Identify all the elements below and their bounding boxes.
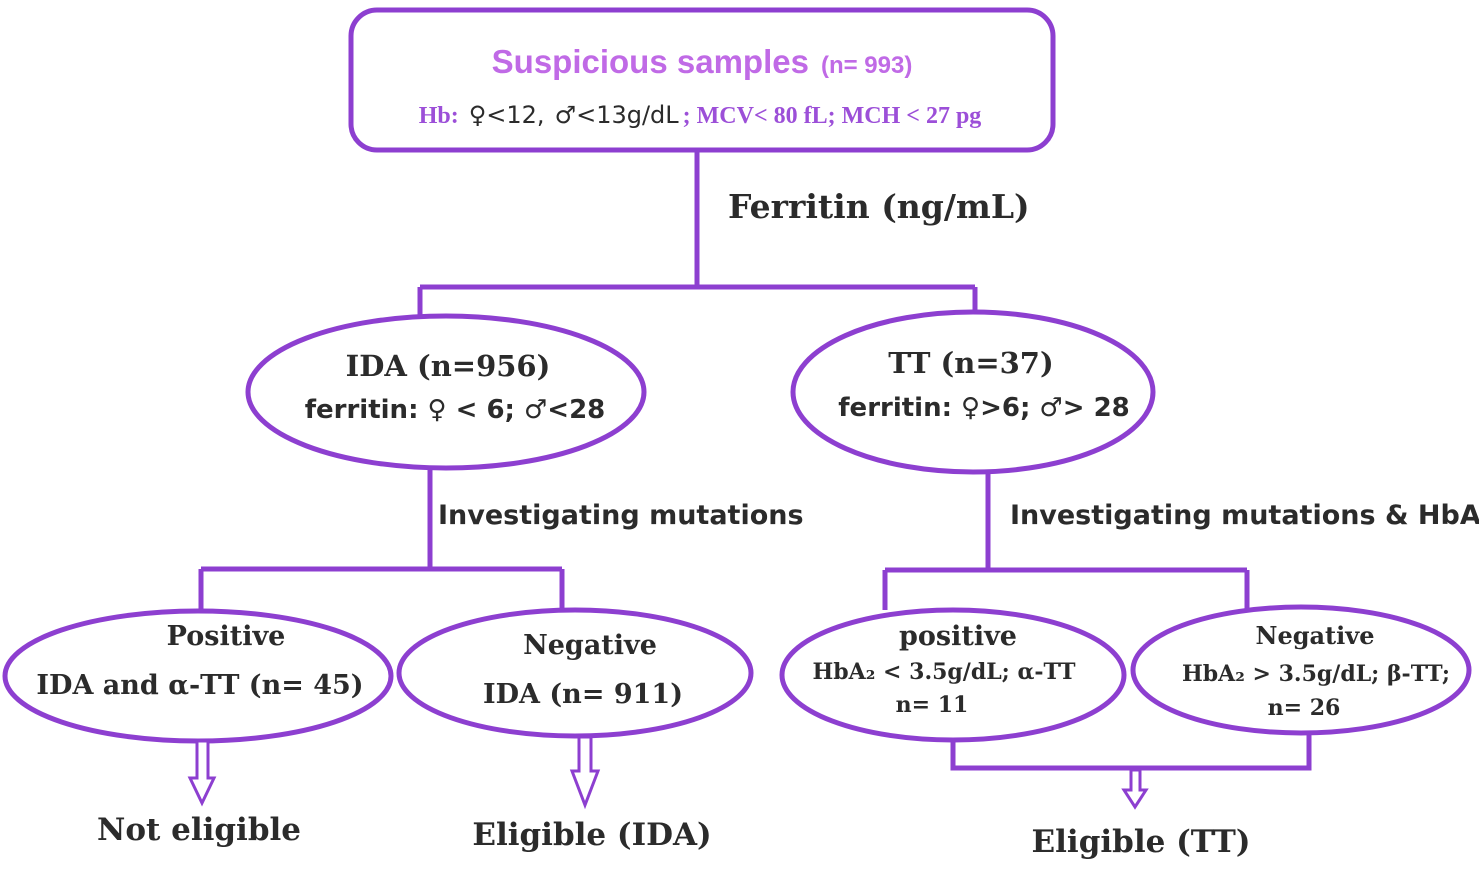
tt-node: TT (n=37) ferritin: ♀>6; ♂> 28 (790, 309, 1156, 475)
hb-label: Hb: (419, 103, 459, 129)
tt-title: TT (n=37) (888, 346, 1053, 380)
outcome-eligible-ida: Eligible (IDA) (472, 817, 711, 853)
connector-lines (198, 150, 1312, 771)
arrow-eligible-tt (1121, 768, 1149, 810)
suspicious-samples-box: Suspicious samples (n= 993) Hb: ♀<12, ♂<… (348, 7, 1056, 153)
negative-ida-node: Negative IDA (n= 911) (396, 607, 754, 739)
hb-male-threshold: ♂<13g/dL (555, 101, 680, 129)
negative-ida-ellipse (396, 607, 754, 739)
suspicious-samples-heading: Suspicious samples (n= 993) (492, 43, 913, 80)
tt-ferritin-criteria: ferritin: ♀>6; ♂> 28 (838, 393, 1130, 423)
positive-ida-node: Positive IDA and α-TT (n= 45) (2, 608, 394, 744)
suspicious-samples-frame (348, 7, 1056, 153)
suspicious-samples-title: Suspicious samples (492, 43, 809, 80)
mcv-mch-thresholds: ; MCV< 80 fL; MCH < 27 pg (683, 103, 982, 129)
negative-tt-node: Negative HbA₂ > 3.5g/dL; β-TT; n= 26 (1130, 604, 1472, 736)
negative-ida-count: IDA (n= 911) (483, 679, 683, 710)
positive-tt-node: positive HbA₂ < 3.5g/dL; α-TT n= 11 (779, 607, 1127, 743)
positive-tt-hba2: HbA₂ < 3.5g/dL; α-TT (813, 659, 1077, 685)
negative-tt-ellipse (1130, 604, 1472, 736)
positive-tt-count: n= 11 (896, 692, 969, 718)
outcome-not-eligible: Not eligible (97, 812, 301, 848)
tt-ellipse (790, 309, 1156, 475)
outcome-eligible-tt: Eligible (TT) (1032, 824, 1251, 860)
ida-ferritin-criteria: ferritin: ♀ < 6; ♂<28 (305, 395, 606, 425)
ida-node: IDA (n=956) ferritin: ♀ < 6; ♂<28 (245, 313, 647, 471)
ferritin-label: Ferritin (ng/mL) (728, 187, 1030, 226)
positive-tt-ellipse (779, 607, 1127, 743)
positive-tt-heading: positive (899, 621, 1017, 652)
ida-ellipse (245, 313, 647, 471)
positive-ida-heading: Positive (167, 621, 286, 652)
arrow-eligible-ida (569, 735, 601, 810)
investigating-mutations-hba2-label: Investigating mutations & HbA₂ (1010, 500, 1479, 531)
negative-tt-count: n= 26 (1268, 695, 1341, 721)
arrow-not-eligible (187, 739, 217, 807)
positive-ida-count: IDA and α-TT (n= 45) (36, 670, 363, 701)
negative-tt-hba2: HbA₂ > 3.5g/dL; β-TT; (1182, 661, 1450, 687)
negative-ida-heading: Negative (523, 630, 657, 661)
ida-title: IDA (n=956) (346, 349, 551, 383)
negative-tt-heading: Negative (1256, 621, 1375, 650)
suspicious-samples-count: (n= 993) (821, 52, 912, 79)
suspicious-samples-criteria: Hb: ♀<12, ♂<13g/dL ; MCV< 80 fL; MCH < 2… (419, 101, 982, 129)
hb-female-threshold: ♀<12, (469, 101, 545, 129)
investigating-mutations-label: Investigating mutations (438, 500, 804, 531)
